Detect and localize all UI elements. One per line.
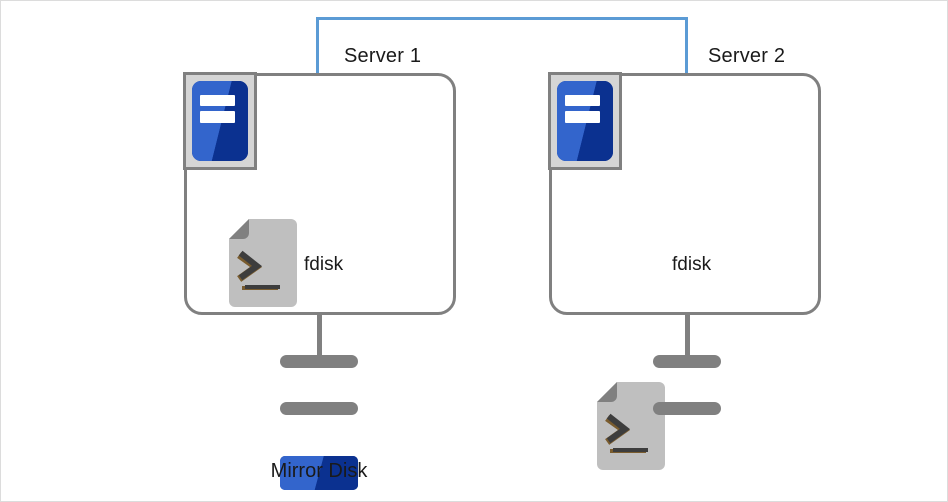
server-rack-slot-1: [199, 94, 235, 106]
interconnect-top-segment: [316, 17, 688, 20]
server-rack-icon-body: [192, 81, 248, 161]
server-rack-icon-body: [557, 81, 613, 161]
fdisk-label-server-1: fdisk: [304, 254, 344, 275]
server-rack-icon: [183, 72, 257, 170]
server-rack-slot-1: [564, 94, 600, 106]
server-rack-slot-2: [564, 111, 600, 123]
disk-plate-top-right: [653, 355, 721, 368]
disk-plate-mid-left: [280, 402, 358, 415]
interconnect-left-segment: [316, 17, 319, 75]
disk-plate-mid-right: [653, 402, 721, 415]
disk-connector-right: [685, 314, 690, 361]
interconnect-right-segment: [685, 17, 688, 75]
server-rack-icon: [548, 72, 622, 170]
terminal-document-icon: [597, 382, 947, 470]
server-1-label: Server 1: [344, 45, 422, 67]
server-rack-slot-2: [199, 111, 235, 123]
disk-connector-left: [317, 314, 322, 361]
mirror-disk-caption: Mirror Disk: [270, 460, 368, 482]
fdisk-label-server-2: fdisk: [672, 254, 712, 275]
disk-segment-1-left: [280, 456, 358, 490]
server-2-label: Server 2: [708, 45, 786, 67]
disk-plate-top-left: [280, 355, 358, 368]
terminal-document-icon: [229, 219, 947, 307]
